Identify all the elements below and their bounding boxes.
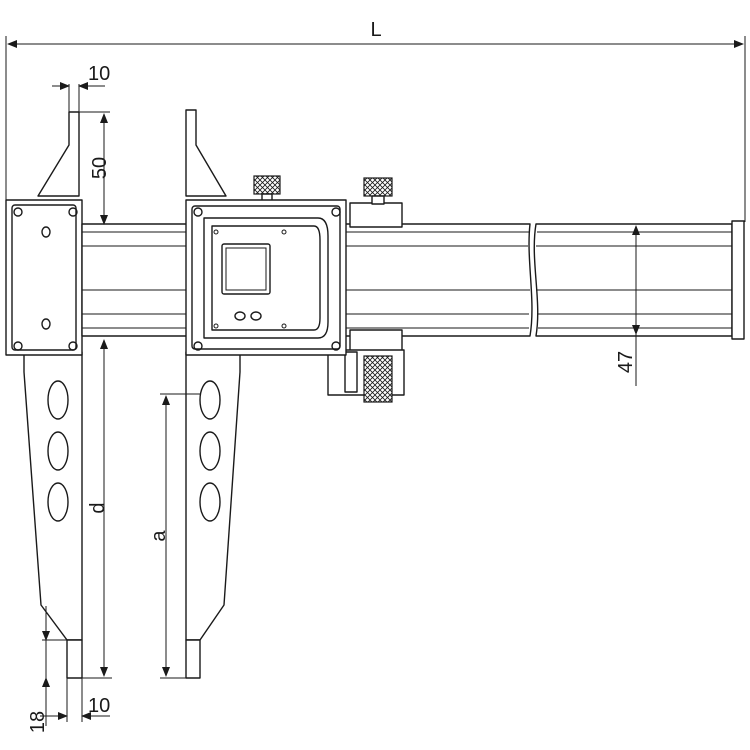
- fine-adjust-unit: [327, 177, 405, 403]
- digital-display-housing: [203, 217, 329, 339]
- dimension-jaw-top-width: 10: [52, 63, 110, 112]
- dimension-inner-jaw-depth-label: a: [148, 530, 170, 542]
- fixed-lower-jaw: [23, 351, 83, 641]
- screw-icon: [68, 341, 78, 351]
- fixed-jaw-hole: [47, 482, 69, 522]
- sliding-jaw-hole: [199, 380, 221, 420]
- dimension-jaw-top-width-label: 10: [88, 63, 110, 85]
- screw-icon: [193, 341, 203, 351]
- display-button-icon: [250, 311, 262, 321]
- sliding-jaw-hole: [199, 482, 221, 522]
- screw-icon: [13, 207, 23, 217]
- fixed-jaw: [5, 111, 83, 679]
- screw-icon: [68, 207, 78, 217]
- dimension-upper-jaw-height-label: 50: [89, 157, 111, 179]
- fixed-jaw-hole: [47, 431, 69, 471]
- main-beam: [81, 220, 745, 340]
- dimension-inner-jaw-depth: a: [148, 393, 200, 679]
- dimension-upper-jaw-height: 50: [79, 111, 111, 225]
- clamp-screw-knob: [363, 177, 393, 197]
- dimension-jaw-depth-label: d: [87, 502, 109, 513]
- dimension-jaw-depth: d: [82, 339, 112, 679]
- dimension-tip-width-label: 10: [88, 695, 110, 717]
- dimension-beam-height: 47: [615, 225, 640, 386]
- dimension-tip-height-label: 18: [27, 711, 49, 733]
- sliding-jaw-tip: [185, 639, 201, 679]
- fixed-jaw-hole: [47, 380, 69, 420]
- dimension-tip-width: 10: [40, 678, 110, 722]
- screw-icon: [13, 341, 23, 351]
- screw-icon: [331, 341, 341, 351]
- sliding-lower-jaw: [185, 351, 241, 641]
- sliding-upper-jaw: [185, 109, 227, 197]
- sliding-jaw: [185, 109, 347, 679]
- lcd-screen: [221, 243, 271, 295]
- screw-icon: [331, 207, 341, 217]
- sliding-jaw-hole: [199, 431, 221, 471]
- adjust-wheel-knob: [363, 355, 393, 403]
- display-button-icon: [234, 311, 246, 321]
- fixed-head-block: [5, 199, 83, 356]
- dimension-l-label: L: [370, 19, 381, 41]
- screw-icon: [193, 207, 203, 217]
- fixed-upper-jaw: [37, 111, 80, 197]
- beam-end-cap: [731, 220, 745, 340]
- dimension-l: L: [5, 19, 746, 222]
- lock-screw-knob: [253, 175, 281, 195]
- fixed-jaw-tip: [66, 639, 83, 679]
- dimension-beam-height-label: 47: [615, 351, 637, 373]
